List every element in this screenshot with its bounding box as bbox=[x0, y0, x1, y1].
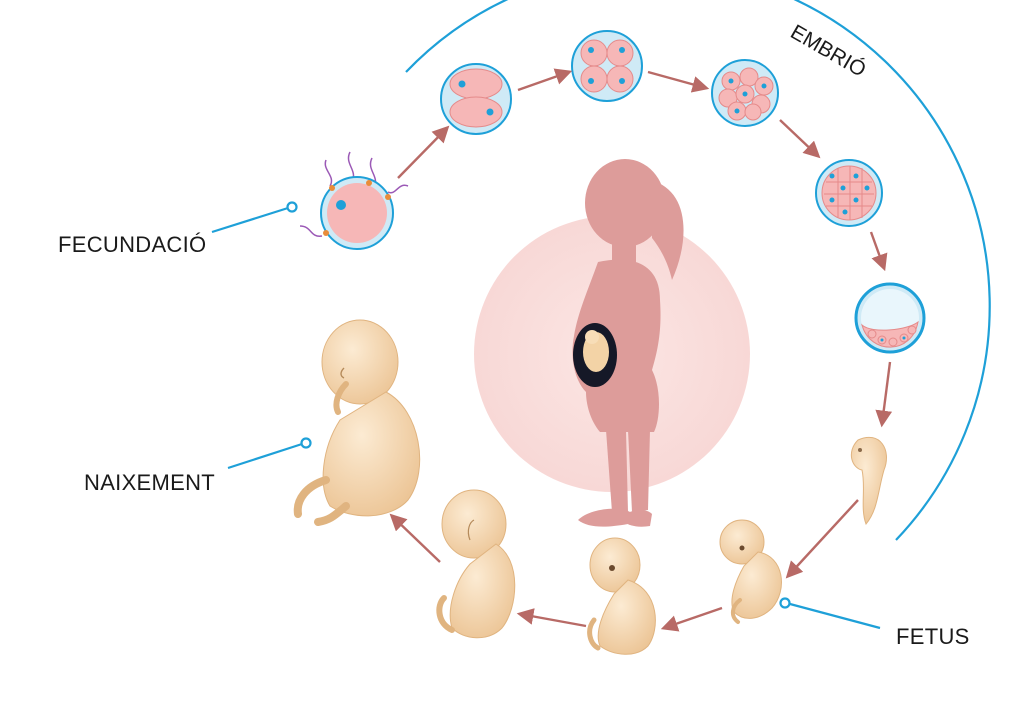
full-term-baby bbox=[293, 319, 421, 526]
callouts bbox=[211, 201, 881, 630]
arrow-2cell-to-4cell bbox=[517, 68, 573, 92]
arrow-4cell-to-8cell bbox=[647, 70, 710, 93]
label-naixement: NAIXEMENT bbox=[84, 470, 216, 495]
fetus-mid bbox=[436, 489, 516, 639]
egg-with-sperm bbox=[299, 151, 409, 250]
embryo-8-weeks bbox=[719, 519, 782, 624]
arrow-morula-to-blastocyst bbox=[869, 231, 888, 272]
callout-line-fecundacio bbox=[211, 206, 289, 234]
arrow-8cell-to-morula bbox=[779, 119, 821, 159]
label-embrio: EMBRIÓ bbox=[787, 20, 870, 81]
arrow-egg-to-2cell bbox=[397, 125, 450, 179]
callout-dot-naixement bbox=[300, 437, 312, 449]
label-fecundacio: FECUNDACIÓ bbox=[58, 232, 207, 257]
pregnant-woman-silhouette bbox=[572, 159, 684, 527]
callout-dot-fecundacio bbox=[286, 201, 298, 213]
womb-fetus bbox=[573, 323, 617, 387]
eight-cell-stage bbox=[711, 59, 779, 127]
four-cell-stage bbox=[571, 30, 643, 102]
arrow-fetus-to-fetus bbox=[516, 608, 587, 628]
callout-dot-fetus bbox=[779, 597, 791, 609]
callout-line-naixement bbox=[227, 442, 303, 470]
blastocyst-stage bbox=[854, 282, 926, 354]
two-cell-stage bbox=[440, 63, 512, 135]
arrow-embryo-to-8weeks bbox=[785, 499, 859, 579]
arrow-fetus-to-baby bbox=[389, 513, 441, 563]
fetus-early bbox=[587, 537, 656, 655]
cycle-arrows bbox=[389, 68, 893, 632]
morula-stage bbox=[815, 159, 883, 227]
embryo-stage-arc bbox=[405, 0, 991, 541]
label-fetus: FETUS bbox=[896, 624, 970, 649]
arrow-blastocyst-to-embryo bbox=[875, 361, 893, 428]
callout-line-fetus bbox=[789, 602, 881, 630]
arrow-8weeks-to-fetus bbox=[660, 606, 723, 632]
early-embryo bbox=[850, 436, 887, 525]
